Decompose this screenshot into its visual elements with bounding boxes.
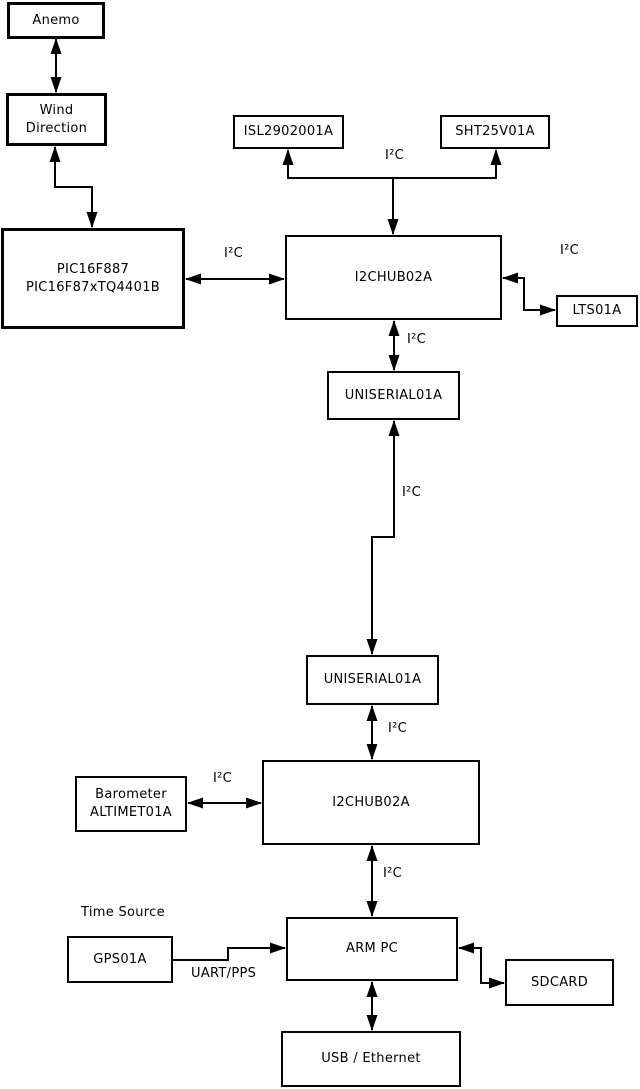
edge-wind-direction-pic <box>49 146 98 228</box>
node-gps01a-label: GPS01A <box>93 951 147 967</box>
node-sht25v01a: SHT25V01A <box>440 115 550 149</box>
node-anemo: Anemo <box>7 2 105 39</box>
edge-label-i2c-lts: I²C <box>560 243 580 258</box>
node-i2c-hub-bottom: I2CHUB02A <box>262 760 480 845</box>
node-arm-pc: ARM PC <box>286 917 458 981</box>
node-pic-label: PIC16F887 PIC16F87xTQ4401B <box>26 261 160 295</box>
node-i2c-hub-bottom-label: I2CHUB02A <box>332 794 410 810</box>
node-isl2902001a-label: ISL2902001A <box>243 124 334 140</box>
node-barometer-label: Barometer ALTIMET01A <box>90 787 172 820</box>
node-anemo-label: Anemo <box>32 12 80 28</box>
node-lts01a-label: LTS01A <box>572 303 622 319</box>
node-sht25v01a-label: SHT25V01A <box>455 124 535 140</box>
node-sdcard: SDCARD <box>505 959 614 1006</box>
edge-i2c-hub-top-lts <box>502 272 556 316</box>
node-i2c-hub-top: I2CHUB02A <box>285 235 502 320</box>
node-usb-ethernet-label: USB / Ethernet <box>321 1051 421 1067</box>
edge-label-i2c-hub-uniserial: I²C <box>407 332 427 347</box>
node-uniserial-bottom: UNISERIAL01A <box>306 655 439 705</box>
node-isl2902001a: ISL2902001A <box>233 115 344 149</box>
node-lts01a: LTS01A <box>556 295 638 327</box>
node-usb-ethernet: USB / Ethernet <box>281 1031 461 1087</box>
node-gps01a: GPS01A <box>67 936 173 983</box>
edge-label-i2c-hub2-armpc: I²C <box>383 866 403 881</box>
node-arm-pc-label: ARM PC <box>346 941 398 957</box>
node-wind-direction: Wind Direction <box>6 93 107 146</box>
edge-label-i2c-barometer: I²C <box>213 771 233 786</box>
node-sdcard-label: SDCARD <box>530 974 589 990</box>
edge-label-i2c-pic-hub: I²C <box>224 246 244 261</box>
node-barometer: Barometer ALTIMET01A <box>75 776 187 832</box>
edge-uniserial-top-uniserial-bottom <box>366 420 400 655</box>
edge-arm-pc-sdcard <box>458 942 505 989</box>
edge-label-i2c-uniserial-hub2: I²C <box>388 721 408 736</box>
node-wind-direction-label: Wind Direction <box>25 102 88 136</box>
edge-gps-arm-pc <box>173 942 286 961</box>
label-time-source: Time Source <box>81 905 165 920</box>
edge-label-uart-pps: UART/PPS <box>191 966 257 981</box>
node-pic: PIC16F887 PIC16F87xTQ4401B <box>1 228 185 329</box>
node-uniserial-bottom-label: UNISERIAL01A <box>323 672 422 688</box>
node-uniserial-top-label: UNISERIAL01A <box>344 387 443 403</box>
node-uniserial-top: UNISERIAL01A <box>327 371 460 420</box>
edge-label-i2c-sensor-bus: I²C <box>385 148 405 163</box>
node-i2c-hub-top-label: I2CHUB02A <box>354 269 433 285</box>
edge-label-i2c-uniserial-link: I²C <box>402 485 422 500</box>
